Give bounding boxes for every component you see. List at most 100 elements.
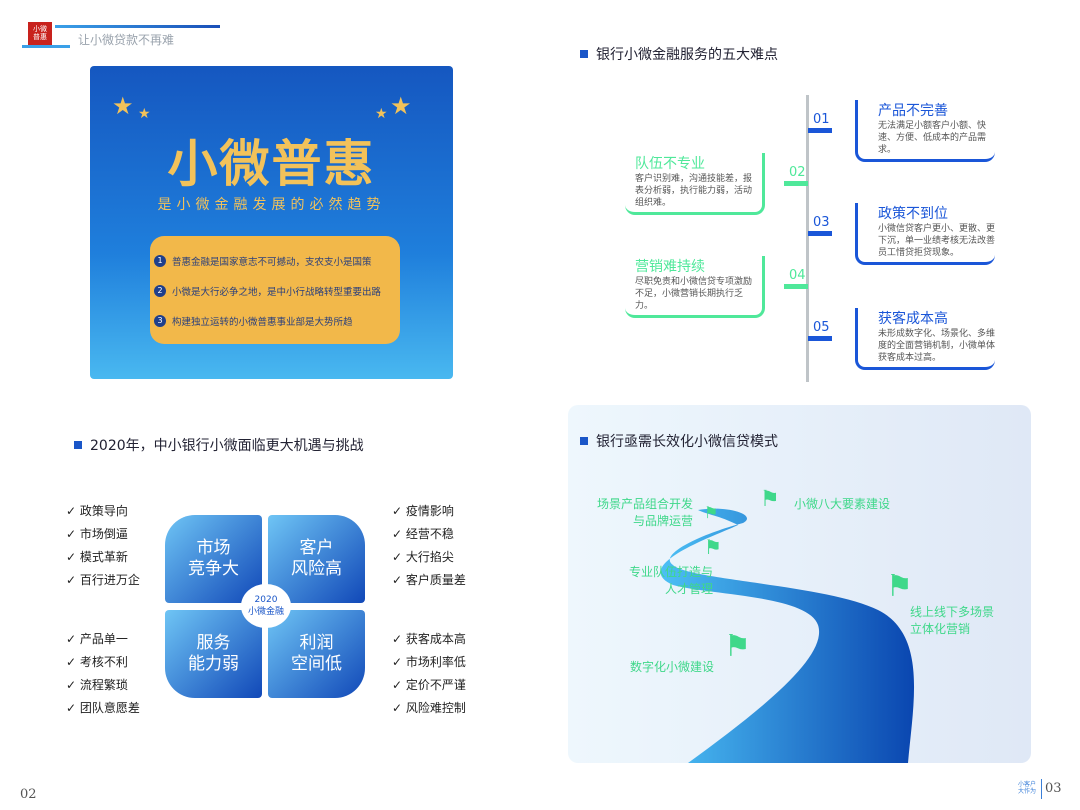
- section-title-difficulties: 银行小微金融服务的五大难点: [580, 44, 778, 64]
- check-item: ✓ 考核不利: [66, 651, 140, 674]
- check-icon: ✓: [66, 678, 77, 692]
- check-item-text: 考核不利: [79, 655, 128, 669]
- difficulty-desc: 客户识别难，沟通技能差，报表分析弱，执行能力弱，活动组织难。: [635, 174, 753, 208]
- check-item-text: 客户质量差: [405, 573, 466, 587]
- check-item: ✓ 获客成本高: [392, 628, 466, 651]
- check-item: ✓ 市场利率低: [392, 651, 466, 674]
- timeline-tick: [784, 181, 808, 186]
- number-badge: 3: [154, 315, 166, 327]
- milestone-label: 线上线下多场景立体化营销: [910, 605, 995, 636]
- difficulty-card: 队伍不专业客户识别难，沟通技能差，报表分析弱，执行能力弱，活动组织难。: [625, 153, 765, 215]
- milestone-label: 专业队伍打造与人才管理: [628, 565, 713, 596]
- star-icon: ★: [112, 92, 134, 120]
- flag-icon: ⚑: [724, 629, 751, 664]
- difficulty-title: 获客成本高: [878, 311, 948, 327]
- check-item-text: 市场利率低: [405, 655, 466, 669]
- poster-subtitle: 是小微金融发展的必然趋势: [157, 197, 386, 213]
- flag-icon: ⚑: [704, 503, 719, 522]
- poster-point: 2 小微是大行必争之地，是中小行战略转型重要出路: [154, 276, 400, 306]
- check-item: ✓ 风险难控制: [392, 697, 466, 720]
- difficulty-title: 政策不到位: [878, 206, 948, 222]
- check-item-text: 大行掐尖: [405, 550, 454, 564]
- page-number-left: 02: [20, 787, 37, 802]
- check-item: ✓ 产品单一: [66, 628, 140, 651]
- difficulty-title: 产品不完善: [878, 103, 948, 119]
- check-item: ✓ 市场倒逼: [66, 523, 140, 546]
- poster-point: 3 构建独立运转的小微普惠事业部是大势所趋: [154, 306, 400, 336]
- header-accent: [22, 45, 70, 48]
- timeline-tick: [784, 284, 808, 289]
- check-icon: ✓: [66, 527, 77, 541]
- check-item-text: 疫情影响: [405, 504, 454, 518]
- check-item: ✓ 大行掐尖: [392, 546, 466, 569]
- milestone-label: 数字化小微建设: [630, 660, 715, 674]
- timeline-axis: [806, 95, 809, 382]
- check-icon: ✓: [392, 701, 403, 715]
- check-icon: ✓: [66, 655, 77, 669]
- check-item: ✓ 客户质量差: [392, 569, 466, 592]
- flag-icon: ⚑: [760, 487, 780, 512]
- header-tagline: 让小微贷款不再难: [78, 33, 175, 47]
- check-icon: ✓: [66, 701, 77, 715]
- check-item-text: 产品单一: [79, 632, 128, 646]
- difficulty-desc: 尽职免责和小微信贷专项激励不足，小微营销长期执行乏力。: [635, 277, 753, 311]
- section-title-model: 银行亟需长效化小微信贷模式: [580, 431, 778, 451]
- check-item: ✓ 流程繁琐: [66, 674, 140, 697]
- timeline-number: 03: [813, 215, 830, 230]
- timeline-number: 05: [813, 320, 830, 335]
- brand-logo: 小微普惠: [28, 22, 52, 46]
- difficulty-card: 营销难持续尽职免责和小微信贷专项激励不足，小微营销长期执行乏力。: [625, 256, 765, 318]
- difficulty-card: 政策不到位小微信贷客户更小、更散、更下沉，单一业绩考核无法改善员工惜贷拒贷现象。: [855, 203, 995, 265]
- check-item-text: 百行进万企: [79, 573, 140, 587]
- star-icon: ★: [375, 106, 388, 122]
- check-icon: ✓: [66, 504, 77, 518]
- check-icon: ✓: [392, 550, 403, 564]
- footer-divider: [1041, 779, 1042, 799]
- tile-service: 服务能力弱: [165, 610, 262, 698]
- check-icon: ✓: [392, 632, 403, 646]
- check-item: ✓ 经营不稳: [392, 523, 466, 546]
- difficulty-desc: 未形成数字化、场景化、多维度的全面营销机制，小微单体获客成本过高。: [878, 329, 996, 363]
- check-item-text: 政策导向: [79, 504, 128, 518]
- difficulty-title: 营销难持续: [635, 259, 705, 275]
- tile-customer: 客户风险高: [268, 515, 365, 603]
- check-icon: ✓: [392, 678, 403, 692]
- footer-logo: 小客户大作为: [1018, 781, 1037, 795]
- number-badge: 2: [154, 285, 166, 297]
- check-item-text: 团队意愿差: [79, 701, 140, 715]
- timeline-tick: [808, 128, 832, 133]
- check-icon: ✓: [66, 632, 77, 646]
- check-item: ✓ 团队意愿差: [66, 697, 140, 720]
- flag-icon: ⚑: [886, 569, 913, 604]
- point-text: 小微是大行必争之地，是中小行战略转型重要出路: [172, 287, 382, 298]
- section-title-opportunities: 2020年，中小银行小微面临更大机遇与挑战: [74, 435, 364, 455]
- star-icon: ★: [138, 106, 151, 122]
- timeline-number: 02: [789, 165, 806, 180]
- check-item-text: 获客成本高: [405, 632, 466, 646]
- check-icon: ✓: [392, 527, 403, 541]
- timeline-tick: [808, 231, 832, 236]
- poster-title: 小微普惠: [167, 134, 376, 193]
- difficulty-card: 获客成本高未形成数字化、场景化、多维度的全面营销机制，小微单体获客成本过高。: [855, 308, 995, 370]
- check-item-text: 经营不稳: [405, 527, 454, 541]
- difficulty-desc: 小微信贷客户更小、更散、更下沉，单一业绩考核无法改善员工惜贷拒贷现象。: [878, 224, 996, 258]
- check-item-text: 模式革新: [79, 550, 128, 564]
- difficulty-card: 产品不完善无法满足小额客户小额、快速、方便、低成本的产品需求。: [855, 100, 995, 162]
- timeline-tick: [808, 336, 832, 341]
- point-text: 构建独立运转的小微普惠事业部是大势所趋: [172, 317, 353, 328]
- timeline-number: 04: [789, 268, 806, 283]
- check-icon: ✓: [66, 550, 77, 564]
- number-badge: 1: [154, 255, 166, 267]
- difficulty-desc: 无法满足小额客户小额、快速、方便、低成本的产品需求。: [878, 121, 987, 155]
- check-item: ✓ 模式革新: [66, 546, 140, 569]
- check-item-text: 市场倒逼: [79, 527, 128, 541]
- check-item-text: 流程繁琐: [79, 678, 128, 692]
- difficulty-title: 队伍不专业: [635, 156, 705, 172]
- page-number-right: 03: [1045, 781, 1062, 796]
- timeline-number: 01: [813, 112, 830, 127]
- tile-market: 市场竞争大: [165, 515, 262, 603]
- check-item: ✓ 定价不严谨: [392, 674, 466, 697]
